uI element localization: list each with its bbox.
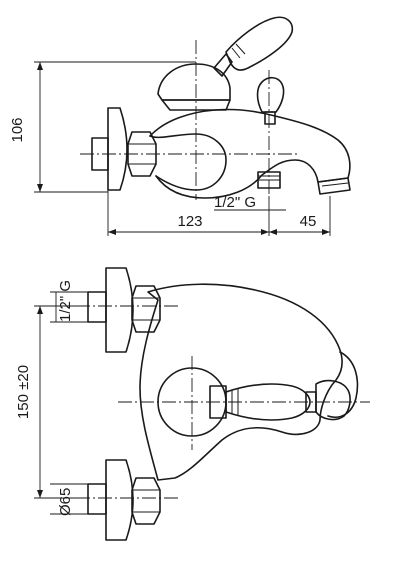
front-bottom-nipple xyxy=(87,483,107,515)
label-height-106: 106 xyxy=(9,117,26,142)
front-body xyxy=(139,283,343,481)
label-spout-45: 45 xyxy=(300,213,317,230)
label-length-123: 123 xyxy=(177,213,202,230)
side-wall-flange xyxy=(107,107,128,191)
label-centers-150: 150 ±20 xyxy=(15,365,32,419)
front-lever-handle xyxy=(225,383,311,421)
front-bottom-nut xyxy=(131,477,161,525)
front-view: 1/2" G 150 ±20 Ø65 xyxy=(15,267,370,541)
front-top-flange xyxy=(105,267,134,353)
front-lever-hub xyxy=(209,385,227,419)
front-top-nut xyxy=(131,285,161,333)
side-spout-tip xyxy=(317,177,351,195)
side-view: 106 123 45 1/2" G xyxy=(9,16,351,236)
front-diverter-knob xyxy=(315,379,351,421)
front-top-nipple xyxy=(87,291,107,323)
side-diverter-stem xyxy=(264,111,276,125)
label-side-thread: 1/2" G xyxy=(214,194,256,211)
label-front-thread: 1/2" G xyxy=(57,280,74,322)
side-diverter-knob xyxy=(256,76,285,113)
front-spout-edge xyxy=(327,351,359,418)
front-bottom-flange xyxy=(105,459,134,541)
label-diameter-65: Ø65 xyxy=(57,488,74,516)
side-mixing-cap xyxy=(157,63,231,101)
side-lever-stem xyxy=(213,53,233,77)
side-lever-handle xyxy=(225,16,294,71)
